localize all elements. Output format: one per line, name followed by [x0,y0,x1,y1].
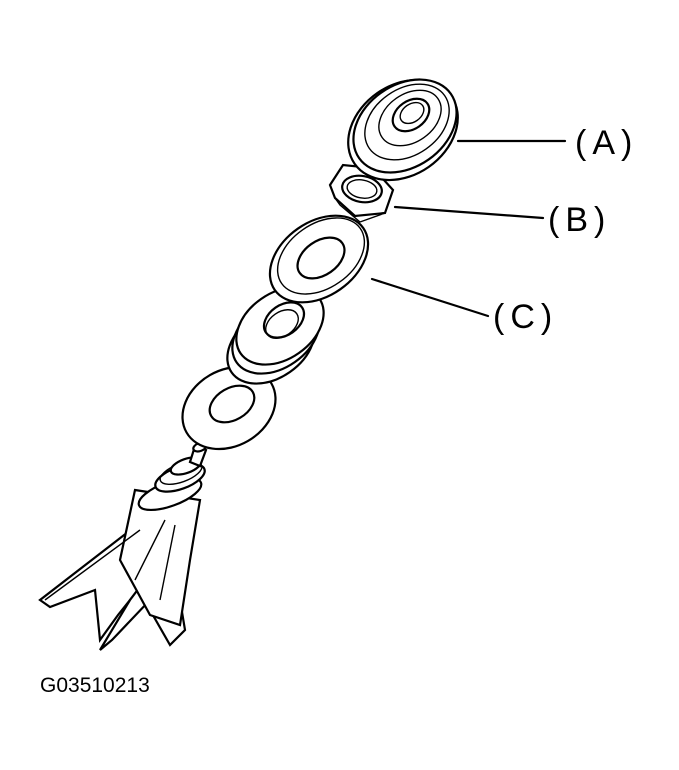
leader-line-c [370,277,490,318]
washer-c [268,214,370,304]
callout-label-c: (C) [493,298,558,336]
strut-body [38,441,208,651]
figure-id: G03510213 [40,674,150,697]
leader-line-b [393,205,545,220]
strut-mount-a [347,78,459,182]
lower-washer [181,365,277,451]
rubber-bushing [226,286,325,385]
callout-label-b: (B) [548,201,611,239]
callout-label-a: (A) [575,124,638,162]
